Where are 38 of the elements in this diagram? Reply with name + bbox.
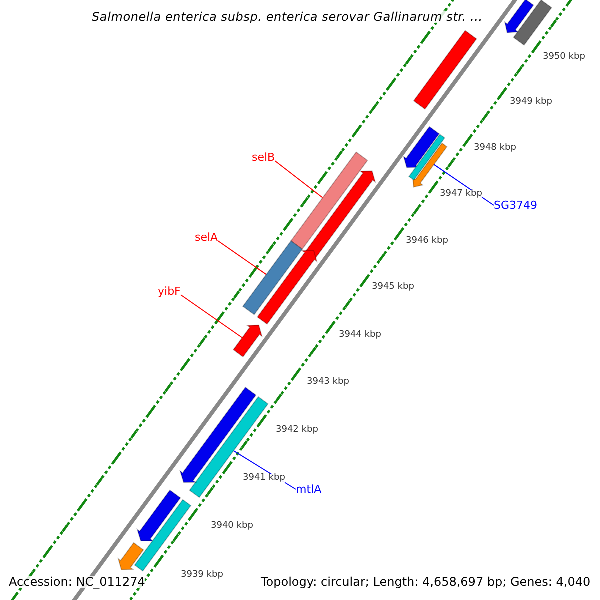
scale-label: 3948 kbp xyxy=(474,144,516,153)
scale-label: 3941 kbp xyxy=(243,474,286,483)
gene-feature xyxy=(232,324,263,358)
gene-label: mtlA xyxy=(296,484,322,495)
scale-label: 3939 kbp xyxy=(181,571,224,580)
leader-line xyxy=(218,240,267,276)
leader-line xyxy=(180,294,243,338)
gene-feature xyxy=(504,0,534,34)
gene-label: selA xyxy=(195,232,218,243)
gene-feature xyxy=(290,152,368,250)
scale-label: 3945 kbp xyxy=(372,283,414,292)
info-text: Topology: circular; Length: 4,658,697 bp; Genes: 4,040 xyxy=(261,576,591,588)
gene-feature xyxy=(118,542,144,570)
gene-feature xyxy=(136,490,182,542)
gene-label: yibF xyxy=(158,286,181,297)
gene-feature xyxy=(305,170,376,260)
scale-label: 3949 kbp xyxy=(510,98,552,107)
gene-feature xyxy=(403,126,440,168)
scale-label: 3940 kbp xyxy=(211,522,254,531)
gene-feature xyxy=(408,134,446,181)
scale-label: 3944 kbp xyxy=(339,331,382,340)
gene-feature xyxy=(513,0,552,46)
gene-feature xyxy=(413,30,478,110)
scale-label: 3942 kbp xyxy=(276,426,318,435)
map-title: Salmonella enterica subsp. enterica serovar Gallinarum str. ... xyxy=(92,11,483,23)
gene-label: SG3749 xyxy=(494,200,538,211)
gene-feature xyxy=(242,240,304,316)
gene-feature xyxy=(134,499,192,572)
scale-label: 3947 kbp xyxy=(440,190,482,199)
scale-label: 3946 kbp xyxy=(406,237,448,246)
gene-label: selB xyxy=(252,152,276,163)
info-text: Accession: NC_011274 xyxy=(9,576,146,588)
gene-feature xyxy=(412,142,448,188)
scale-label: 3950 kbp xyxy=(543,53,586,62)
gene-feature xyxy=(256,250,318,325)
leader-line xyxy=(274,160,324,198)
gene-feature xyxy=(189,396,269,498)
scale-label: 3943 kbp xyxy=(307,378,350,387)
